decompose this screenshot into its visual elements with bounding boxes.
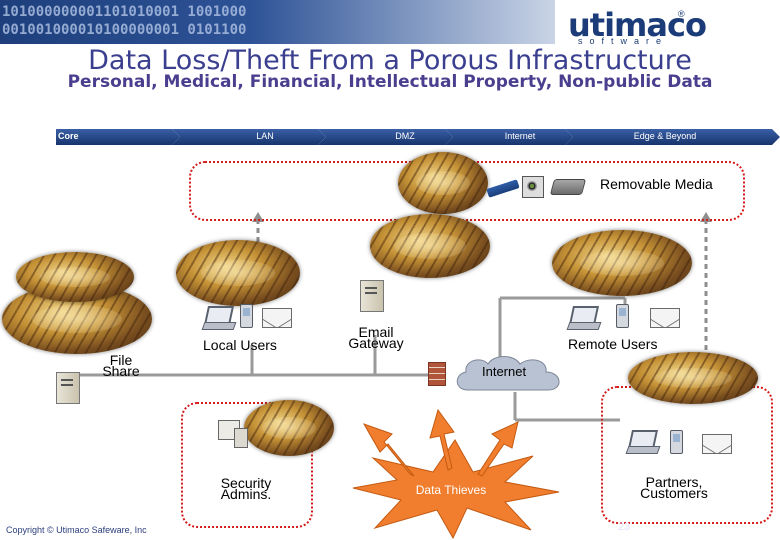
zone-core-arrow <box>56 129 180 145</box>
zone-label-internet: Internet <box>504 131 536 141</box>
laptop-icon <box>201 306 237 330</box>
copyright-footer: Copyright © Utimaco Safeware, Inc <box>6 525 147 535</box>
file-share-label: File Share <box>96 352 146 379</box>
zone-label-edge: Edge & Beyond <box>633 131 697 141</box>
remote-users-label: Remote Users <box>568 336 658 352</box>
file-share-line: Share <box>102 363 140 379</box>
firewall-icon <box>428 362 446 386</box>
partners-line: Customers <box>640 485 708 501</box>
page-subtitle: Personal, Medical, Financial, Intellectu… <box>67 72 713 92</box>
binary-text-line: 001001000010100000001 0101100 <box>2 22 247 38</box>
envelope-icon <box>702 434 732 454</box>
removable-media-label: Removable Media <box>600 176 713 192</box>
security-admins-box <box>181 402 313 528</box>
hard-drive-icon <box>549 179 587 195</box>
envelope-icon <box>262 308 292 328</box>
zone-edge-arrow <box>565 129 780 145</box>
zone-label-lan: LAN <box>256 131 274 141</box>
partners-line: Partners, <box>645 474 703 490</box>
disk-icon <box>522 176 544 198</box>
thief-arrow-middle <box>429 408 455 471</box>
money-stack-icon <box>628 352 758 404</box>
envelope-icon <box>650 308 680 328</box>
partners-customers-label: Partners, Customers <box>626 474 722 501</box>
laptop-icon <box>566 306 602 330</box>
zone-lan-arrow <box>172 129 326 145</box>
money-stack-icon <box>398 152 488 214</box>
data-thieves-label: Data Thieves <box>415 483 487 497</box>
pda-icon <box>670 430 683 454</box>
desktop-icon <box>218 420 248 448</box>
laptop-icon <box>625 430 661 454</box>
data-thieves-burst <box>352 439 560 540</box>
money-stack-icon <box>552 230 692 296</box>
thief-arrow-right <box>477 421 519 477</box>
thief-arrow-left <box>362 423 415 477</box>
local-users-label: Local Users <box>203 337 277 353</box>
zone-bar <box>56 129 780 145</box>
zone-dmz-arrow <box>318 129 453 145</box>
server-icon <box>56 372 80 404</box>
utimaco-logo: utimaco <box>568 6 707 44</box>
money-stack-icon <box>370 214 490 278</box>
burst-shape <box>352 439 560 540</box>
page-number: 23 <box>617 521 631 533</box>
security-admins-label: Security Admins. <box>206 475 286 502</box>
security-admins-line: Security <box>220 475 272 491</box>
money-stack-icon <box>176 240 300 306</box>
registered-mark: ® <box>678 9 685 19</box>
internet-label: Internet <box>482 364 527 379</box>
email-gateway-label: Email Gateway <box>340 324 412 351</box>
security-admins-line: Admins. <box>220 486 272 502</box>
page-title: Data Loss/Theft From a Porous Infrastruc… <box>88 45 692 76</box>
logo-subtitle: software <box>578 36 669 46</box>
zone-internet-arrow <box>445 129 573 145</box>
zone-label-core: Core <box>58 131 79 141</box>
cloud-icon <box>456 356 560 391</box>
pda-icon <box>616 304 629 328</box>
binary-text-line: 101000000001101010001 1001000 <box>2 4 247 20</box>
email-gateway-line: Email <box>358 324 394 340</box>
money-stack-icon <box>16 252 134 302</box>
money-stack-icon <box>244 400 334 456</box>
header-banner: 101000000001101010001 1001000 0010010000… <box>0 0 555 44</box>
file-share-line: File <box>109 352 133 368</box>
email-gateway-line: Gateway <box>348 335 404 351</box>
pda-icon <box>240 304 253 328</box>
zone-label-dmz: DMZ <box>395 131 415 141</box>
server-icon <box>360 280 384 312</box>
